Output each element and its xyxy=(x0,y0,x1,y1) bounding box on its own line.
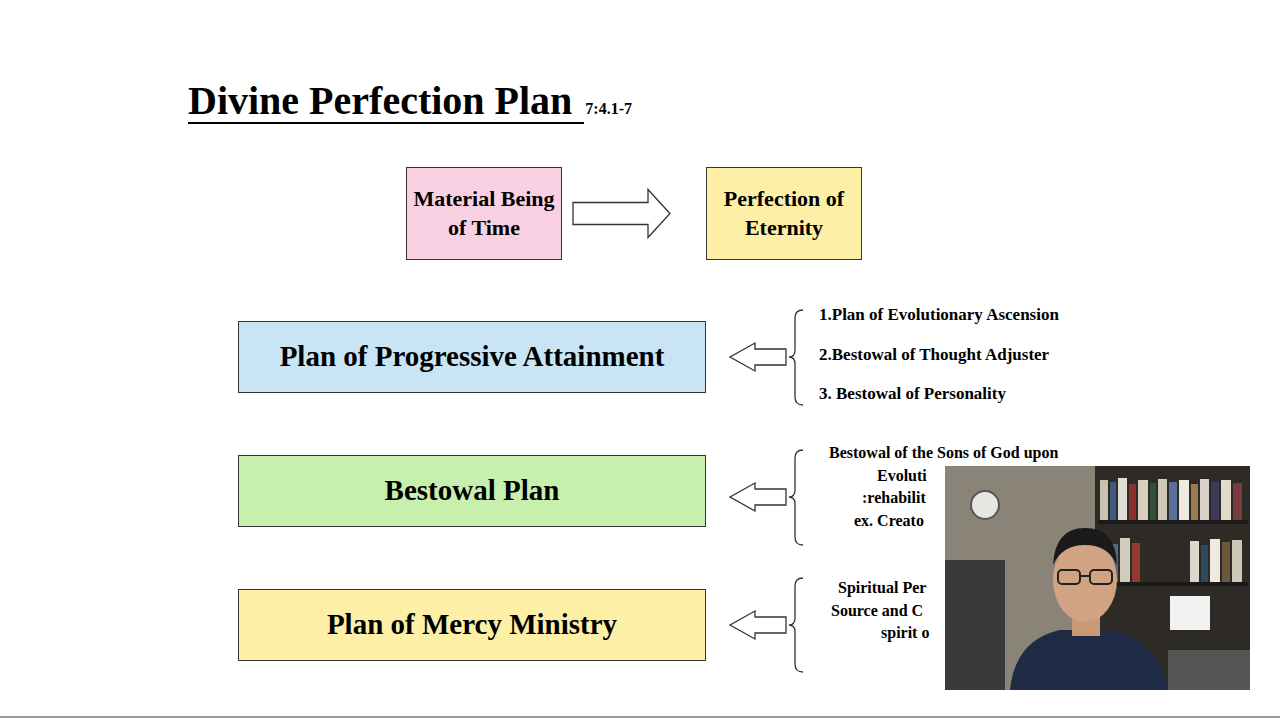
curly-brace xyxy=(789,310,803,405)
box-label: Plan of Progressive Attainment xyxy=(280,338,665,376)
webcam-overlay xyxy=(945,466,1250,690)
box-label: Bestowal Plan xyxy=(385,472,560,510)
note-line: :rehabilit xyxy=(862,488,926,507)
list-item: 1.Plan of Evolutionary Ascension xyxy=(819,305,1059,325)
note-line: spirit o xyxy=(881,623,929,642)
plan-box: Plan of Mercy Ministry xyxy=(238,589,706,661)
plan-box: Bestowal Plan xyxy=(238,455,706,527)
box-label: Plan of Mercy Ministry xyxy=(327,606,617,644)
state-box: Perfection of Eternity xyxy=(706,167,862,260)
list-item: 2.Bestowal of Thought Adjuster xyxy=(819,345,1049,365)
plan-box: Plan of Progressive Attainment xyxy=(238,321,706,393)
note-line: Bestowal of the Sons of God upon xyxy=(829,443,1058,462)
block-arrow xyxy=(730,611,786,639)
bottom-rule xyxy=(0,716,1280,718)
block-arrow xyxy=(573,190,670,238)
note-line: Spiritual Per xyxy=(838,578,926,597)
note-line: Evoluti xyxy=(877,466,927,485)
block-arrow xyxy=(730,343,786,371)
state-box: Material Being of Time xyxy=(406,167,562,260)
block-arrow xyxy=(730,483,786,511)
slide-title: Divine Perfection Plan xyxy=(188,80,584,124)
note-line: Source and C xyxy=(831,601,923,620)
box-label: Perfection of Eternity xyxy=(713,185,855,242)
box-label: Material Being of Time xyxy=(413,185,555,242)
note-line: ex. Creato xyxy=(854,511,924,530)
curly-brace xyxy=(789,578,803,672)
curly-brace xyxy=(789,450,803,545)
list-item: 3. Bestowal of Personality xyxy=(819,384,1006,404)
reference-number: 7:4.1-7 xyxy=(585,100,632,118)
